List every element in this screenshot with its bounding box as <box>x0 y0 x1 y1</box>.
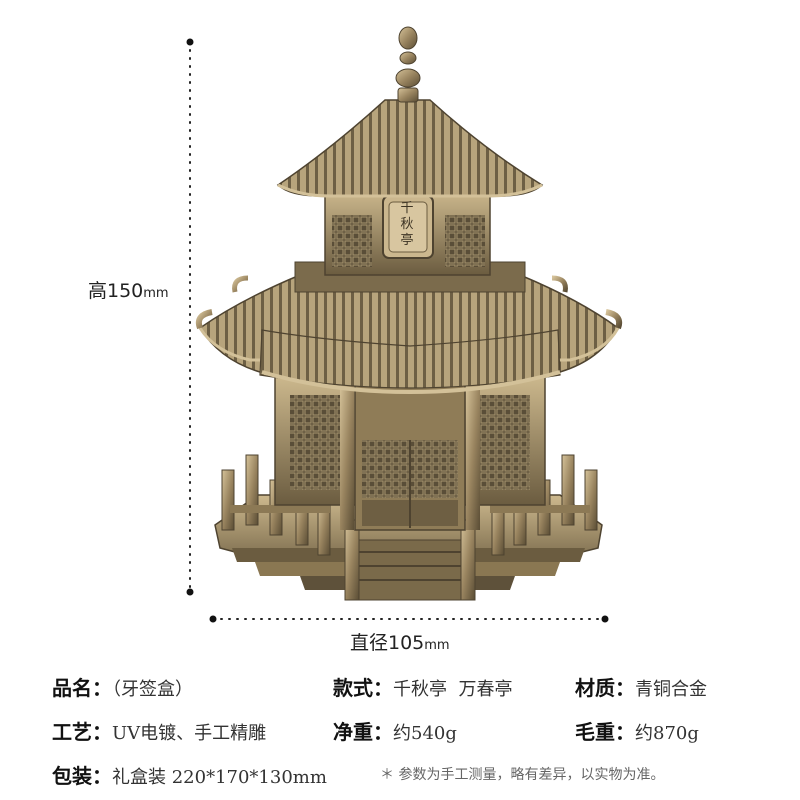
spec-package-label: 包装： <box>52 764 112 788</box>
spec-package: 包装：礼盒装 220*170*130mm <box>52 760 327 789</box>
pavilion-model <box>195 26 623 601</box>
height-dimension-line <box>186 38 194 596</box>
spec-gross-weight-value: 约870g <box>635 723 699 744</box>
spec-style-label: 款式： <box>333 676 393 700</box>
diameter-unit: mm <box>424 638 450 653</box>
spec-gross-weight: 毛重：约870g <box>575 716 699 745</box>
diameter-dimension-line <box>209 615 609 623</box>
product-specs: 品名：（牙签盒） 款式：千秋亭 万春亭 材质：青铜合金 工艺：UV电镀、手工精雕… <box>0 660 800 800</box>
height-value: 高150 <box>88 280 144 302</box>
diameter-value: 直径105 <box>350 632 425 654</box>
spec-craft-value: UV电镀、手工精雕 <box>112 723 267 744</box>
height-unit: mm <box>143 286 169 301</box>
measurement-note: ＊ 参数为手工测量，略有差异，以实物为准。 <box>380 767 665 783</box>
spec-material-label: 材质： <box>575 676 635 700</box>
plaque-text: 千秋亭 <box>400 201 414 248</box>
spec-net-weight-value: 约540g <box>393 723 457 744</box>
diameter-label: 直径105mm <box>350 628 450 655</box>
spec-net-weight-label: 净重： <box>333 720 393 744</box>
spec-gross-weight-label: 毛重： <box>575 720 635 744</box>
spec-package-value: 礼盒装 220*170*130mm <box>112 767 327 788</box>
spec-net-weight: 净重：约540g <box>333 716 457 745</box>
spec-name-label: 品名： <box>52 676 112 700</box>
product-photo <box>186 26 623 623</box>
spec-name-value: （牙签盒） <box>112 679 193 700</box>
height-label: 高150mm <box>88 276 169 303</box>
spec-style-value: 千秋亭 万春亭 <box>393 679 513 700</box>
plaque <box>382 195 434 259</box>
spec-style: 款式：千秋亭 万春亭 <box>333 672 512 701</box>
spec-craft: 工艺：UV电镀、手工精雕 <box>52 716 266 745</box>
spec-material: 材质：青铜合金 <box>575 672 707 701</box>
spec-name: 品名：（牙签盒） <box>52 672 193 701</box>
spec-material-value: 青铜合金 <box>635 679 707 700</box>
spec-craft-label: 工艺： <box>52 720 112 744</box>
